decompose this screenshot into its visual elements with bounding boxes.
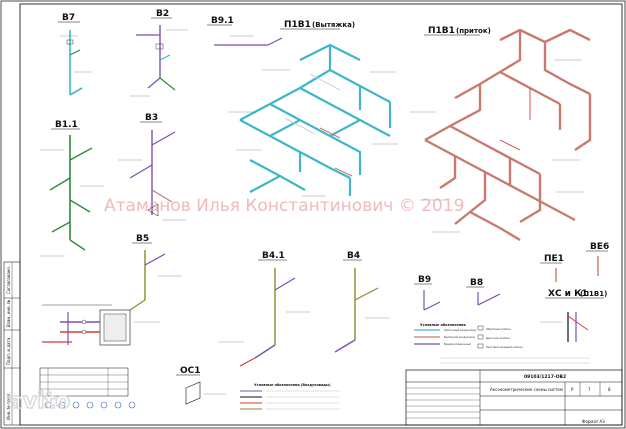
label-v91: В9.1 xyxy=(211,16,234,26)
title-block-sheet: 7 xyxy=(588,387,591,392)
label-v11: В1.1 xyxy=(55,120,78,130)
label-p1v1-supply: П1В1 xyxy=(428,26,455,36)
label-v9: В9 xyxy=(418,275,431,285)
avito-logo: avito xyxy=(8,389,70,414)
title-block-sheets: 8 xyxy=(608,387,611,392)
label-ve6: ВЕ6 xyxy=(590,242,609,252)
unit-spec-table xyxy=(39,367,129,397)
fittings-row xyxy=(44,401,136,409)
system-ve6: ВЕ6 xyxy=(586,242,609,276)
label-v8: В8 xyxy=(470,278,483,288)
legend: Условные обозначения Приточный воздухово… xyxy=(414,323,590,364)
label-v5: В5 xyxy=(136,234,149,244)
legend-item-5: Дроссель-клапан xyxy=(486,336,510,340)
system-v3: В3 xyxy=(118,113,186,221)
label-pe1: ПЕ1 xyxy=(544,254,564,264)
legend-item-6: Противопожарный клапан xyxy=(486,345,523,349)
label-xc-k1: ХС и К1 xyxy=(548,289,588,299)
system-v5: В5 xyxy=(129,234,182,311)
legend-title: Условные обозначения xyxy=(420,323,466,327)
legend-item-3: Рециркуляционный xyxy=(444,342,471,346)
label-xc-k1-suffix: (П1В1) xyxy=(580,290,607,298)
title-block-format: Формат А3 xyxy=(582,419,605,424)
legend-item-4: Обратный клапан xyxy=(486,327,511,331)
notes-title: Условные обозначения (Воздуховоды) xyxy=(254,383,331,387)
watermark: Атаманов Илья Константинович © 2019 xyxy=(104,196,464,216)
label-v4: В4 xyxy=(347,251,360,261)
title-block: 09103/1217-ОВ2 Аксонометрические схемы с… xyxy=(405,369,623,426)
title-block-stage: Р xyxy=(571,387,574,392)
system-v41: В4.1 xyxy=(218,251,310,367)
legend-item-1: Приточный воздуховод xyxy=(444,328,476,332)
system-p1v1-supply: П1В1 (приток) xyxy=(410,26,592,242)
system-v4: В4 xyxy=(334,251,390,353)
system-p1v1-exhaust: П1В1 (Вытяжка) xyxy=(228,20,398,197)
label-v41: В4.1 xyxy=(262,251,285,261)
system-v2: В2 xyxy=(130,9,188,97)
stamp-sign: Подп. и дата xyxy=(6,337,11,365)
notes-block: Условные обозначения (Воздуховоды) xyxy=(240,383,340,410)
stamp-replace: Взам. инв. № xyxy=(6,300,11,327)
system-v11: В1.1 xyxy=(40,120,104,257)
label-p1v1-exhaust-suffix: (Вытяжка) xyxy=(312,21,355,29)
system-v9: В9 xyxy=(414,275,441,311)
label-oc1: ОС1 xyxy=(180,366,201,376)
side-stamp: Согласовано Взам. инв. № Подп. и дата Ин… xyxy=(3,261,21,426)
system-pe1: ПЕ1 xyxy=(540,254,564,282)
label-p1v1-exhaust: П1В1 xyxy=(284,20,311,30)
system-v91: В9.1 xyxy=(207,16,283,46)
title-block-name: Аксонометрические схемы систем xyxy=(490,387,563,392)
system-oc1: ОС1 xyxy=(176,366,226,405)
system-xc-k1: ХС и К1 (П1В1) xyxy=(540,289,607,342)
unit-detail xyxy=(42,304,160,346)
label-v2: В2 xyxy=(156,9,169,19)
stamp-agreed: Согласовано xyxy=(6,267,11,294)
system-v8: В8 xyxy=(466,278,501,306)
inner-frame xyxy=(19,3,623,426)
stamp-inv: Инв. № подл. xyxy=(6,392,11,420)
legend-item-2: Вытяжной воздуховод xyxy=(444,335,475,339)
label-v7: В7 xyxy=(62,13,75,23)
title-block-code: 09103/1217-ОВ2 xyxy=(524,374,566,380)
label-p1v1-supply-suffix: (приток) xyxy=(456,27,491,35)
label-v3: В3 xyxy=(145,113,158,123)
system-v7: В7 xyxy=(58,13,92,96)
